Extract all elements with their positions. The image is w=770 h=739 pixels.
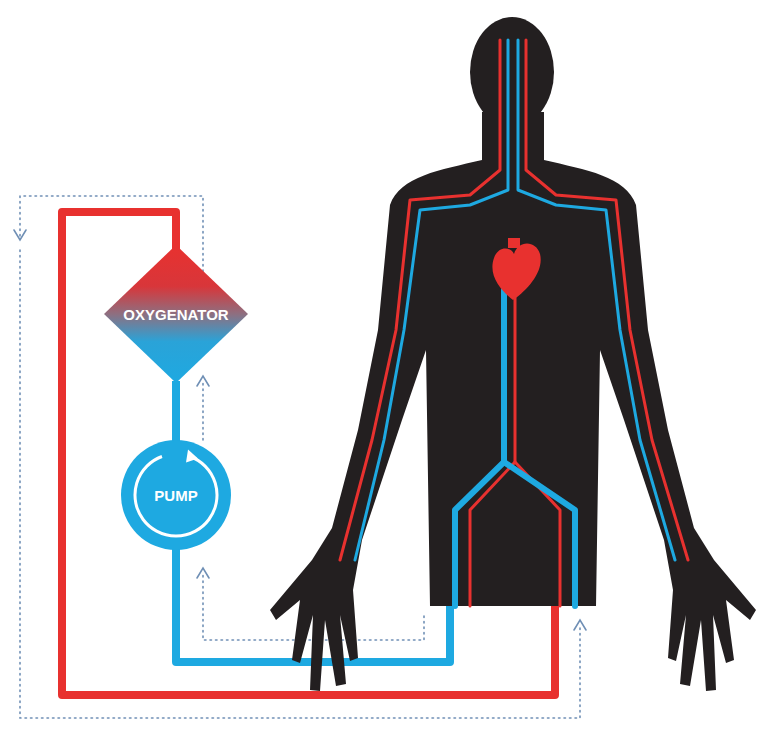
human-silhouette <box>270 17 756 691</box>
oxygenator-diamond: OXYGENATOR <box>104 245 248 383</box>
node-label: PUMP <box>154 487 197 504</box>
pump-circle: PUMP <box>121 440 231 550</box>
node-label: OXYGENATOR <box>123 306 228 323</box>
tube-connector <box>176 381 177 442</box>
blood-vessels <box>340 40 688 606</box>
